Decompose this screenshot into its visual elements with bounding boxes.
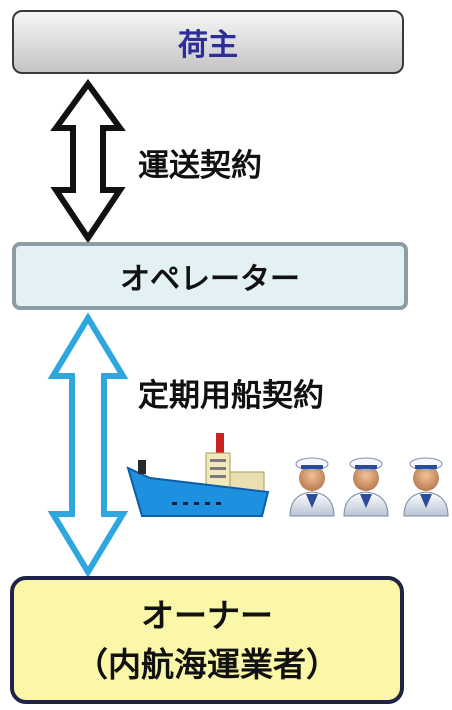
operator-label: オペレーター <box>120 262 300 297</box>
sailor-icon <box>289 457 335 517</box>
cargo-ship-icon <box>126 433 270 517</box>
carriage-double-arrow-icon <box>50 78 126 244</box>
owner-box: オーナー （内航海運業者） <box>10 576 404 704</box>
owner-label: オーナー <box>141 595 273 635</box>
sailor-icon <box>403 457 449 517</box>
sailor-icon <box>343 457 389 517</box>
carriage-contract-label: 運送契約 <box>138 148 262 184</box>
owner-sublabel: （内航海運業者） <box>75 645 339 684</box>
shipper-label: 荷主 <box>178 28 238 63</box>
shipper-box: 荷主 <box>12 10 404 74</box>
operator-box: オペレーター <box>12 242 408 310</box>
charter-double-arrow-icon <box>47 312 129 578</box>
time-charter-contract-label: 定期用船契約 <box>138 378 324 414</box>
